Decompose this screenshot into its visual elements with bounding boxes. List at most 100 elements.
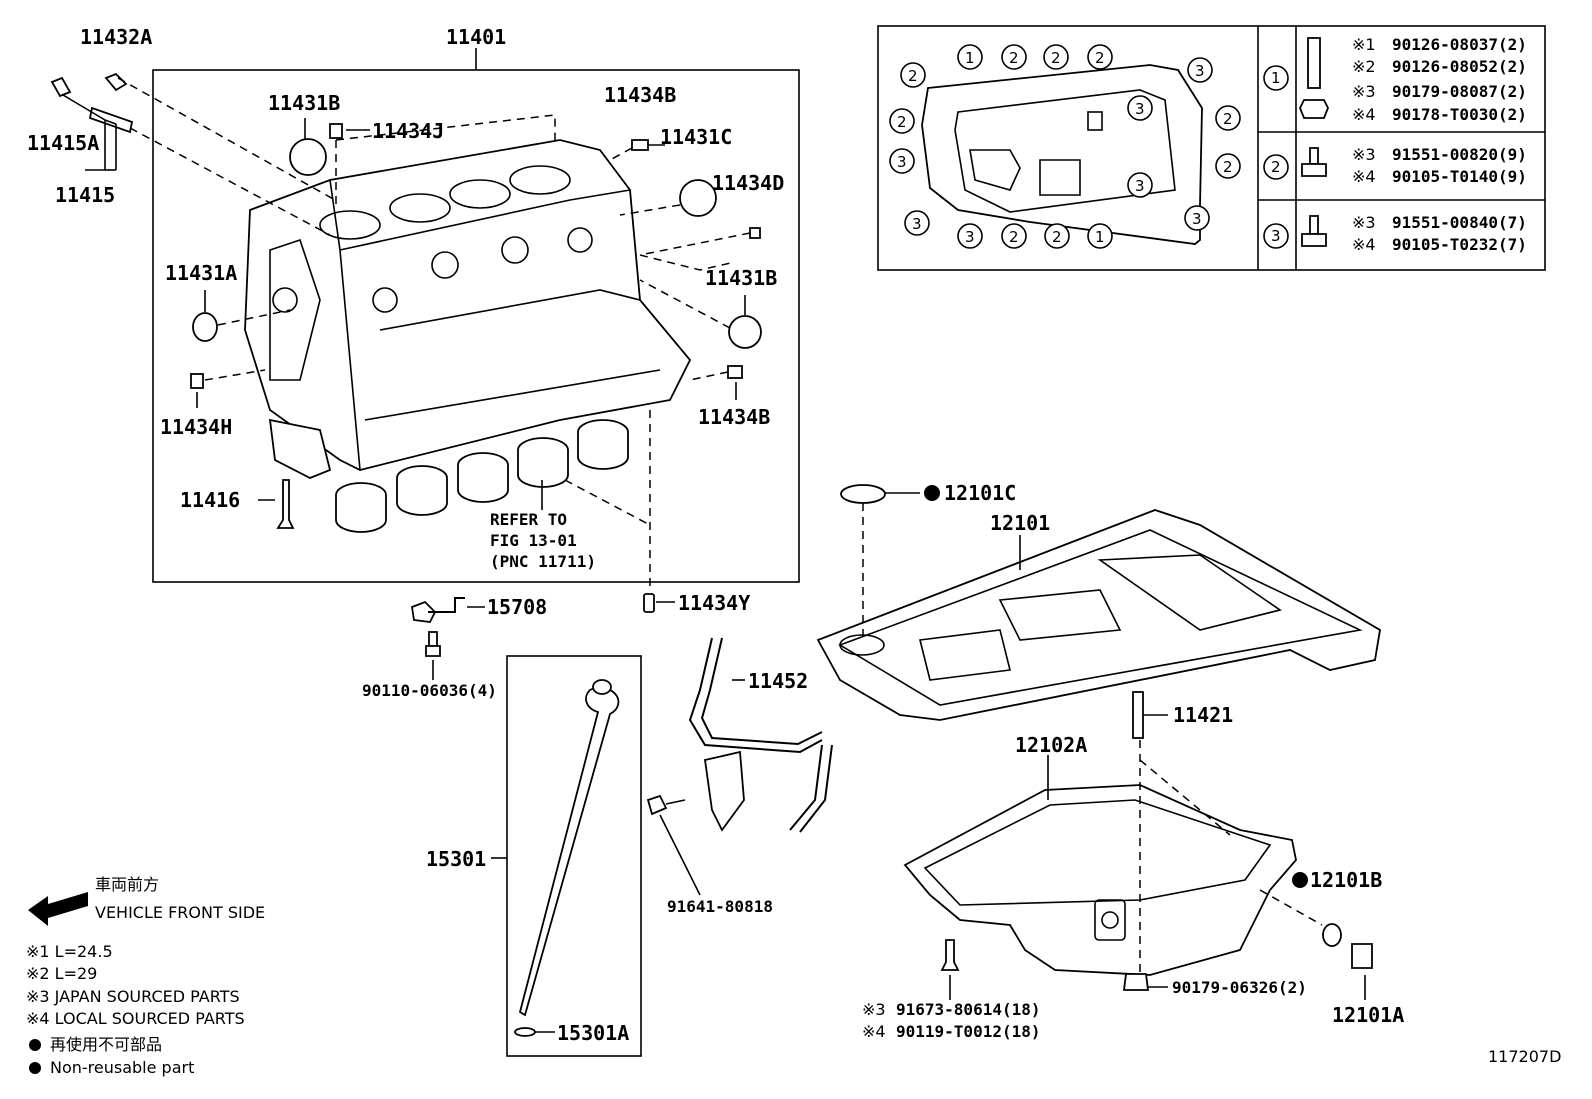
upper-oil-pan-drawing (816, 484, 1381, 721)
cylinder-block-drawing (244, 139, 692, 471)
g1-r2-mark: ※2 (1352, 57, 1376, 76)
legend-note-1: ※1 L=24.5 (26, 942, 113, 961)
label-12101C: 12101C (944, 481, 1016, 505)
label-11434J: 11434J (372, 119, 444, 143)
legend-note-4: ※4 LOCAL SOURCED PARTS (26, 1009, 245, 1028)
label-91641: 91641-80818 (667, 897, 773, 916)
label-11415A: 11415A (27, 131, 99, 155)
g2-r1-part: 91551-00820(9) (1392, 145, 1527, 164)
refer-line-1: REFER TO (490, 510, 567, 529)
pan-callout-circle (1087, 223, 1113, 249)
label-90179-06326: 90179-06326(2) (1172, 978, 1307, 997)
bolt-group-2-circle: 2 (1271, 158, 1281, 176)
label-15301A: 15301A (557, 1021, 629, 1045)
g2-r1-mark: ※3 (1352, 145, 1376, 164)
pan-callout-number: 3 (1135, 177, 1145, 195)
pan-callout-number: 1 (965, 49, 975, 67)
oil-level-guide-drawing (411, 593, 833, 896)
label-11434D: 11434D (712, 171, 784, 195)
pan-callout-circle (904, 210, 930, 236)
label-11431C: 11431C (660, 125, 732, 149)
label-11434B-top: 11434B (604, 83, 676, 107)
g3-r1-mark: ※3 (1352, 213, 1376, 232)
block-leaders (62, 77, 751, 590)
vehicle-front-arrow-icon (28, 892, 88, 926)
label-15301: 15301 (426, 847, 486, 871)
bolt-table-circles (1263, 65, 1289, 249)
pan-callout-number: 2 (1009, 49, 1019, 67)
pan-callout-number: 2 (1052, 228, 1062, 246)
block-small-parts (50, 72, 762, 529)
bolt-table-text: 1 2 3 ※1 90126-08037(2) ※2 90126-08052(2… (1271, 35, 1527, 254)
pan-callout-number: 3 (912, 215, 922, 233)
pan-callout-circle (1001, 44, 1027, 70)
figure-id: 117207D (1488, 1047, 1561, 1066)
pan-callout-number: 2 (1009, 228, 1019, 246)
label-91673: 91673-80614(18) (896, 1000, 1041, 1019)
pan-callout-number: 2 (1223, 110, 1233, 128)
pan-callout-circle (1044, 223, 1070, 249)
g3-r2-part: 90105-T0232(7) (1392, 235, 1527, 254)
pan-callout-circle (1127, 95, 1153, 121)
nonreuse-dot-icon (29, 1039, 41, 1051)
label-11432A: 11432A (80, 25, 152, 49)
legend-front-jp: 車両前方 (95, 875, 159, 894)
pan-callout-circle (1215, 105, 1241, 131)
label-12101A: 12101A (1332, 1003, 1404, 1027)
g1-r4-part: 90178-T0030(2) (1392, 105, 1527, 124)
dipstick-drawing (491, 679, 620, 1037)
pan-callout-circle (957, 223, 983, 249)
legend-note-3: ※3 JAPAN SOURCED PARTS (26, 987, 240, 1006)
bolt-group-1-circle: 1 (1271, 69, 1281, 87)
dipstick-frame (506, 655, 642, 1057)
pan-callout-number: 3 (1195, 62, 1205, 80)
pan-callout-number: 2 (1051, 49, 1061, 67)
label-11421: 11421 (1173, 703, 1233, 727)
g3-r2-mark: ※4 (1352, 235, 1376, 254)
label-12101: 12101 (990, 511, 1050, 535)
mark-3-lower: ※3 (862, 1000, 886, 1019)
label-11431B-top: 11431B (268, 91, 340, 115)
g3-r1-part: 91551-00840(7) (1392, 213, 1527, 232)
pan-callout-circle (1187, 57, 1213, 83)
mark-4-lower: ※4 (862, 1022, 886, 1041)
pan-callout-circle (900, 62, 926, 88)
legend-nonreuse-jp: 再使用不可部品 (50, 1035, 162, 1054)
label-11434H: 11434H (160, 415, 232, 439)
g1-r3-part: 90179-08087(2) (1392, 82, 1527, 101)
pan-callout-circle (1215, 153, 1241, 179)
pan-callout-circle (1127, 172, 1153, 198)
pan-callout-number: 1 (1095, 228, 1105, 246)
pan-callout-number: 2 (1095, 49, 1105, 67)
pan-callout-number: 2 (908, 67, 918, 85)
pan-callout-circle (1184, 205, 1210, 231)
legend: 車両前方 VEHICLE FRONT SIDE ※1 L=24.5 ※2 L=2… (26, 875, 265, 1077)
pan-callout-number: 2 (897, 113, 907, 131)
label-12101B: 12101B (1310, 868, 1382, 892)
part-labels: 11432A 11401 11415A 11415 11431B 11434J … (27, 25, 1561, 1066)
label-11434Y: 11434Y (678, 591, 750, 615)
pan-callout-circle (1087, 44, 1113, 70)
pan-callout-number: 3 (1192, 210, 1202, 228)
label-11401: 11401 (446, 25, 506, 49)
nonreuse-mark-12101C (924, 485, 940, 501)
refer-line-2: FIG 13-01 (490, 531, 577, 550)
label-11416: 11416 (180, 488, 240, 512)
pan-callout-circle (1001, 223, 1027, 249)
g1-r1-part: 90126-08037(2) (1392, 35, 1527, 54)
pan-callout-circle (957, 44, 983, 70)
g1-r1-mark: ※1 (1352, 35, 1376, 54)
lower-oil-pan-drawing (903, 691, 1373, 991)
label-90119: 90119-T0012(18) (896, 1022, 1041, 1041)
g1-r4-mark: ※4 (1352, 105, 1376, 124)
label-11431A: 11431A (165, 261, 237, 285)
pan-callout-number: 3 (965, 228, 975, 246)
pan-callout-number: 2 (1223, 158, 1233, 176)
nonreuse-dot-icon-2 (29, 1062, 41, 1074)
pan-callout-number: 3 (897, 153, 907, 171)
pan-callout-circle (1043, 44, 1069, 70)
legend-front-en: VEHICLE FRONT SIDE (95, 903, 265, 922)
main-bearings (335, 419, 629, 533)
label-12102A: 12102A (1015, 733, 1087, 757)
